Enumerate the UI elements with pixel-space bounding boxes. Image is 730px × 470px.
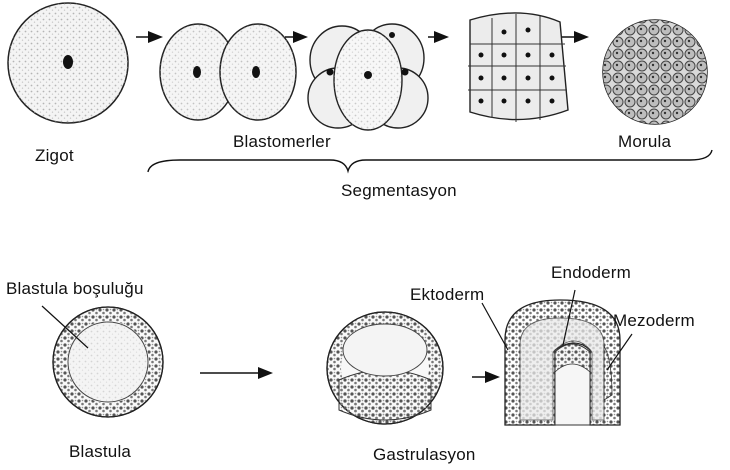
label-zygote: Zigot bbox=[35, 147, 74, 164]
label-gastrulation: Gastrulasyon bbox=[373, 446, 476, 463]
two-cell-stage bbox=[160, 24, 296, 120]
label-segmentation: Segmentasyon bbox=[341, 182, 457, 199]
ectoderm-pointer bbox=[482, 303, 508, 350]
gastrula-section bbox=[505, 300, 620, 425]
label-blastomeres: Blastomerler bbox=[233, 133, 331, 150]
zygote-cell bbox=[8, 3, 128, 123]
blastula-cell bbox=[53, 307, 163, 417]
eight-cell-stage bbox=[308, 24, 428, 130]
early-gastrula bbox=[327, 312, 443, 424]
sixteen-cell-stage bbox=[468, 13, 568, 122]
label-blastula-cavity: Blastula boşuluğu bbox=[6, 280, 144, 297]
segmentation-bracket bbox=[148, 150, 712, 172]
label-blastula: Blastula bbox=[69, 443, 131, 460]
label-endoderm: Endoderm bbox=[551, 264, 631, 281]
label-mesoderm: Mezoderm bbox=[613, 312, 695, 329]
morula-cell bbox=[603, 20, 707, 124]
label-morula: Morula bbox=[618, 133, 671, 150]
label-ectoderm: Ektoderm bbox=[410, 286, 484, 303]
